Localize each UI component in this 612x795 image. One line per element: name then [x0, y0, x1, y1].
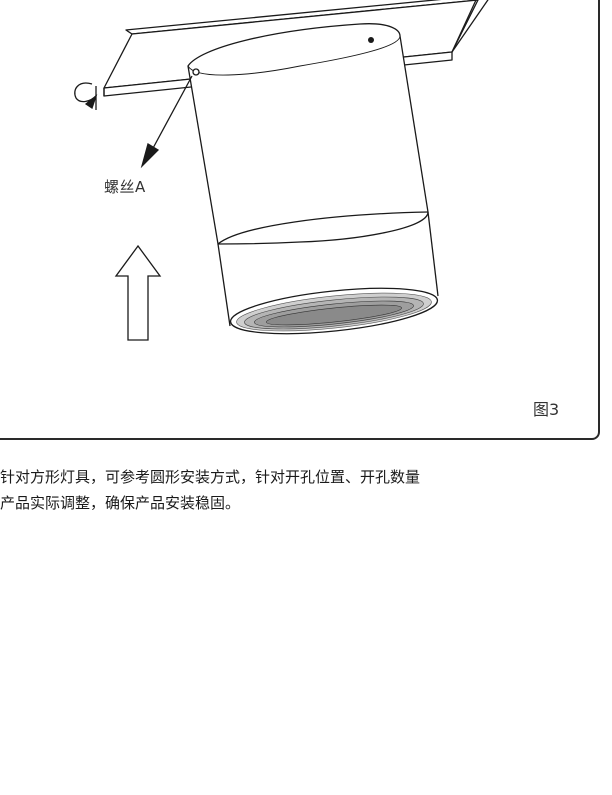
support-line [451, 0, 489, 53]
figure-caption: 图3 [533, 400, 560, 419]
downlight-fixture [187, 23, 439, 335]
rotation-arrow-icon [74, 82, 98, 110]
installation-diagram [74, 0, 489, 341]
up-arrow-icon [114, 244, 162, 341]
instruction-line-2: 产品实际调整，确保产品安装稳固。 [0, 494, 241, 512]
instruction-line-1: 针对方形灯具，可参考圆形安装方式，针对开孔位置、开孔数量 [0, 468, 421, 486]
callout-arrow [140, 75, 193, 169]
screw-hole [192, 68, 200, 76]
screw-hole [368, 37, 374, 43]
instruction-paragraph: 针对方形灯具，可参考圆形安装方式，针对开孔位置、开孔数量 产品实际调整，确保产品… [0, 464, 612, 516]
callout-label: 螺丝A [104, 178, 146, 196]
